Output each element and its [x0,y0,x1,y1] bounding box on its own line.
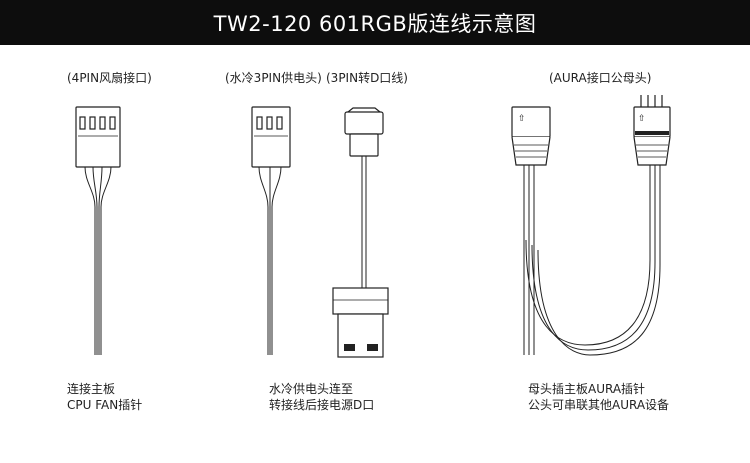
page-title: TW2-120 601RGB版连线示意图 [213,11,537,36]
molex-d-connector [332,287,389,358]
aura-male-connector: ⇧ [633,95,671,166]
d-connector-label: (3PIN转D口线) [326,71,408,85]
fan-caption: 连接主板 CPU FAN插针 [67,381,142,413]
svg-text:⇧: ⇧ [638,114,646,124]
fan-4pin-connector [75,106,121,168]
aura-caption-line2: 公头可串联其他AURA设备 [528,398,670,412]
pump-caption: 水冷供电头连至 转接线后接电源D口 [269,381,374,413]
aura-cable [523,165,661,356]
fan-caption-line2: CPU FAN插针 [67,398,143,412]
aura-caption: 母头插主板AURA插针 公头可串联其他AURA设备 [528,381,669,413]
d-adapter-cable [361,156,367,288]
pump-3pin-connector [251,106,291,168]
pump-cable [258,166,282,355]
fan-caption-line1: 连接主板 [67,382,116,396]
pump-caption-line1: 水冷供电头连至 [269,382,354,396]
aura-female-connector: ⇧ [511,106,551,166]
d-adapter-top-connector [344,107,384,157]
fan-cable [84,166,112,355]
pump-connector-label: (水冷3PIN供电头) [225,71,322,85]
svg-text:⇧: ⇧ [518,114,526,124]
title-bar: TW2-120 601RGB版连线示意图 [0,0,750,45]
fan-connector-label: (4PIN风扇接口) [67,71,152,85]
pump-caption-line2: 转接线后接电源D口 [269,398,375,412]
aura-connector-label: (AURA接口公母头) [549,71,652,85]
aura-caption-line1: 母头插主板AURA插针 [528,382,646,396]
